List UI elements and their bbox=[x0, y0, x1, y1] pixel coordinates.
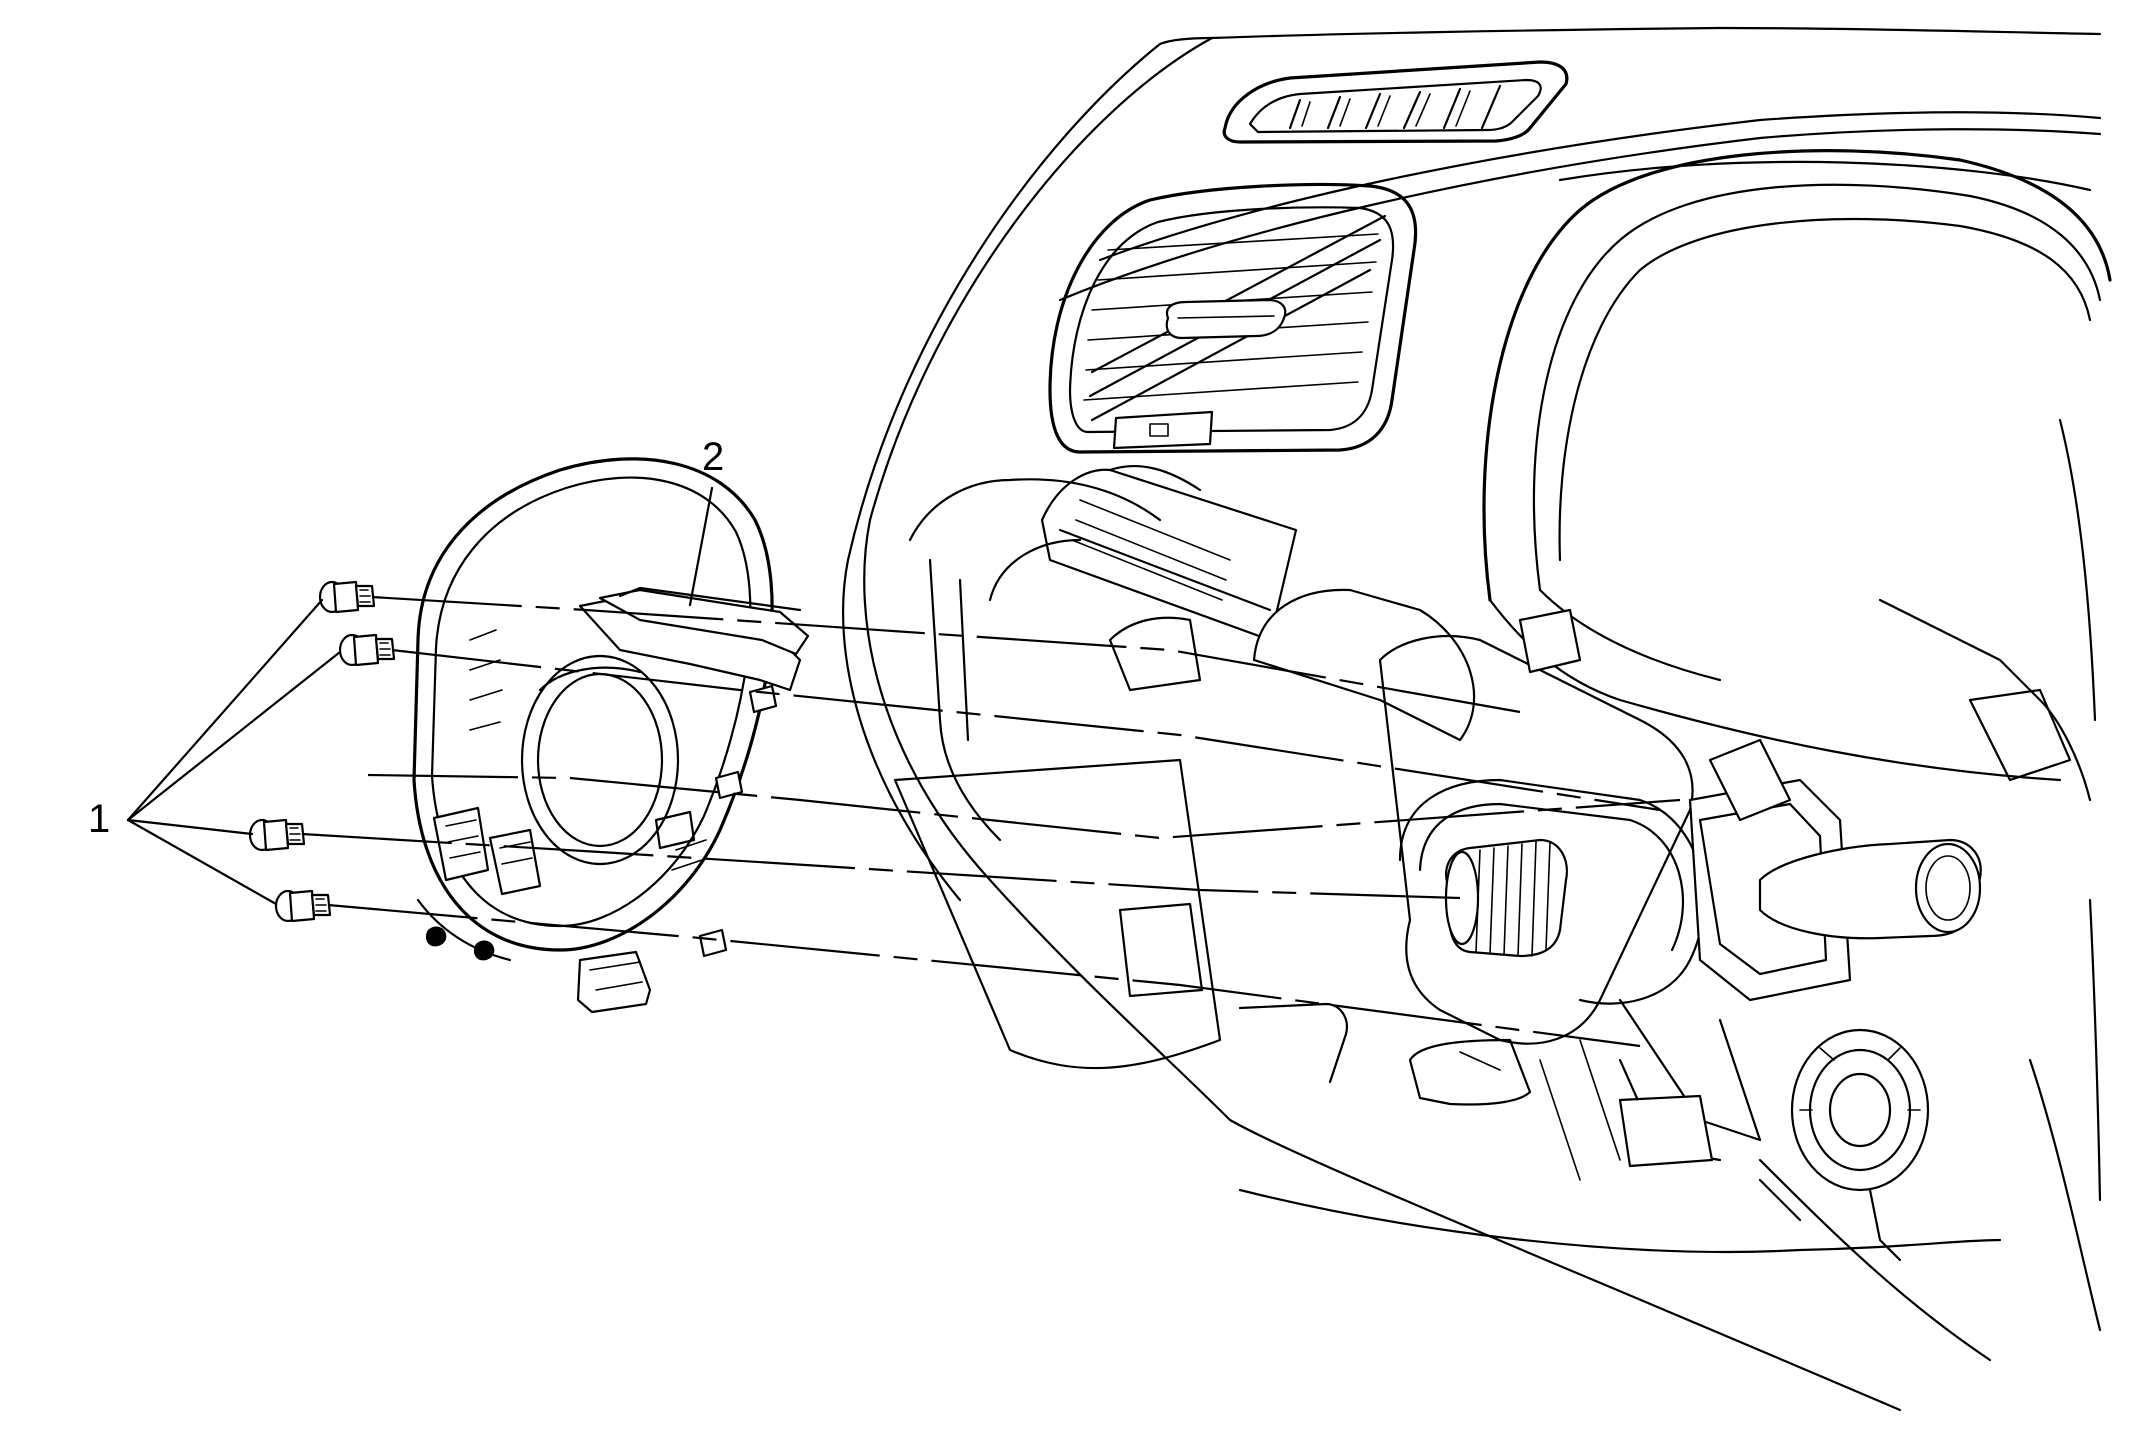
steering-column-shroud bbox=[1040, 465, 1476, 742]
leader-lines bbox=[126, 486, 714, 906]
steering-column-assembly bbox=[1378, 598, 2092, 1262]
center-air-vent bbox=[1048, 182, 1418, 454]
screw-3 bbox=[248, 818, 306, 852]
upper-air-vent bbox=[1222, 60, 1569, 144]
lower-dash-recess bbox=[893, 478, 1532, 1106]
screw-1 bbox=[318, 580, 376, 614]
instrument-panel bbox=[842, 26, 2102, 1412]
callout-1: 1 bbox=[88, 797, 110, 841]
sir-coil-assembly bbox=[412, 457, 810, 1014]
screw-2 bbox=[338, 633, 396, 667]
instrument-cluster-hood bbox=[1482, 149, 2112, 782]
alignment-lines bbox=[301, 595, 1681, 1048]
callout-2: 2 bbox=[702, 435, 724, 479]
screw-4 bbox=[274, 889, 332, 923]
